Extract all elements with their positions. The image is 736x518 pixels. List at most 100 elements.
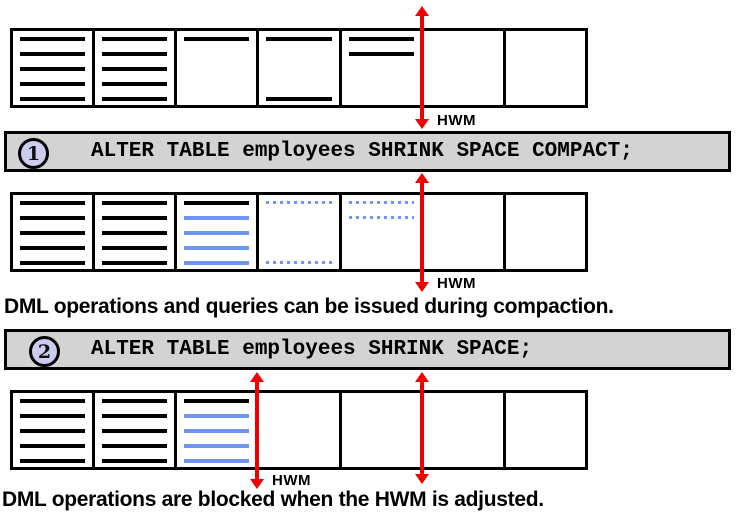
black-data-line (102, 444, 168, 448)
extent-cell (177, 393, 260, 467)
dotted-data-line (266, 261, 332, 264)
blue-data-line (184, 414, 250, 418)
black-data-line (102, 399, 168, 403)
black-data-line (20, 97, 86, 101)
arrowhead-up-icon (415, 173, 429, 183)
black-data-line (20, 52, 86, 56)
arrowhead-up-icon (415, 6, 429, 16)
extent-cell (342, 393, 424, 467)
black-data-line (348, 52, 414, 56)
segment-row-initial (10, 28, 588, 108)
black-data-line (20, 399, 86, 403)
black-data-line (20, 261, 86, 265)
dotted-data-line (348, 216, 414, 219)
extent-cell (259, 393, 342, 467)
extent-cell (95, 31, 178, 105)
blue-data-line (184, 216, 250, 220)
blue-data-line (184, 231, 250, 235)
black-data-line (266, 97, 332, 101)
black-data-line (102, 201, 168, 205)
black-data-line (102, 414, 168, 418)
black-data-line (20, 231, 86, 235)
extent-cell (424, 195, 506, 269)
caption-hwm-adjusted: DML operations are blocked when the HWM … (2, 488, 544, 511)
extent-cell (342, 31, 424, 105)
arrowhead-down-icon (415, 474, 429, 484)
black-data-line (266, 37, 332, 41)
arrowhead-down-icon (415, 282, 429, 292)
blue-data-line (184, 246, 250, 250)
extent-cell (177, 195, 260, 269)
extent-cell (177, 31, 260, 105)
hwm-label: HWM (437, 275, 476, 292)
extent-cell (95, 195, 178, 269)
black-data-line (20, 67, 86, 71)
black-data-line (348, 37, 414, 41)
black-data-line (20, 82, 86, 86)
black-data-line (20, 444, 86, 448)
sql-statement-2: ALTER TABLE employees SHRINK SPACE; (91, 338, 533, 361)
black-data-line (102, 37, 168, 41)
arrow-shaft (420, 13, 424, 122)
black-data-line (184, 37, 250, 41)
blue-data-line (184, 459, 250, 463)
segment-row-after-compact (10, 192, 588, 272)
arrow-shaft (420, 379, 424, 477)
sql-step-banner-1: 1 ALTER TABLE employees SHRINK SPACE COM… (4, 131, 731, 172)
sql-statement-1: ALTER TABLE employees SHRINK SPACE COMPA… (91, 140, 633, 163)
black-data-line (102, 459, 168, 463)
extent-cell (13, 195, 96, 269)
extent-cell (506, 195, 585, 269)
black-data-line (184, 201, 250, 205)
sql-step-banner-2: 2 ALTER TABLE employees SHRINK SPACE; (4, 329, 731, 370)
hwm-arrow-4 (415, 372, 429, 484)
hwm-arrow-1 (415, 6, 429, 129)
extent-cell (13, 31, 96, 105)
black-data-line (102, 429, 168, 433)
segment-row-after-shrink (10, 390, 588, 470)
arrowhead-down-icon (415, 119, 429, 129)
hwm-label: HWM (272, 472, 311, 489)
black-data-line (102, 82, 168, 86)
caption-compaction: DML operations and queries can be issued… (4, 295, 614, 318)
arrow-shaft (420, 180, 424, 285)
step-number-2: 2 (37, 340, 52, 363)
black-data-line (102, 67, 168, 71)
extent-cell (506, 393, 585, 467)
extent-cell (424, 393, 506, 467)
extent-cell (13, 393, 96, 467)
black-data-line (20, 216, 86, 220)
black-data-line (102, 261, 168, 265)
arrow-shaft (255, 379, 259, 482)
extent-cell (506, 31, 585, 105)
step-number-badge-1: 1 (18, 138, 49, 169)
blue-data-line (184, 444, 250, 448)
black-data-line (20, 37, 86, 41)
dotted-data-line (266, 201, 332, 204)
black-data-line (102, 216, 168, 220)
hwm-arrow-2 (415, 173, 429, 292)
black-data-line (184, 399, 250, 403)
black-data-line (20, 201, 86, 205)
hwm-label: HWM (437, 112, 476, 129)
extent-cell (342, 195, 424, 269)
black-data-line (102, 231, 168, 235)
hwm-arrow-3 (250, 372, 264, 489)
arrowhead-down-icon (250, 479, 264, 489)
extent-cell (424, 31, 506, 105)
extent-cell (259, 195, 342, 269)
black-data-line (102, 52, 168, 56)
extent-cell (95, 393, 178, 467)
arrowhead-up-icon (250, 372, 264, 382)
arrowhead-up-icon (415, 372, 429, 382)
step-number-badge-2: 2 (29, 336, 60, 367)
black-data-line (20, 414, 86, 418)
blue-data-line (184, 429, 250, 433)
dotted-data-line (348, 201, 414, 204)
black-data-line (102, 97, 168, 101)
black-data-line (20, 459, 86, 463)
step-number-1: 1 (26, 142, 41, 165)
extent-cell (259, 31, 342, 105)
black-data-line (102, 246, 168, 250)
